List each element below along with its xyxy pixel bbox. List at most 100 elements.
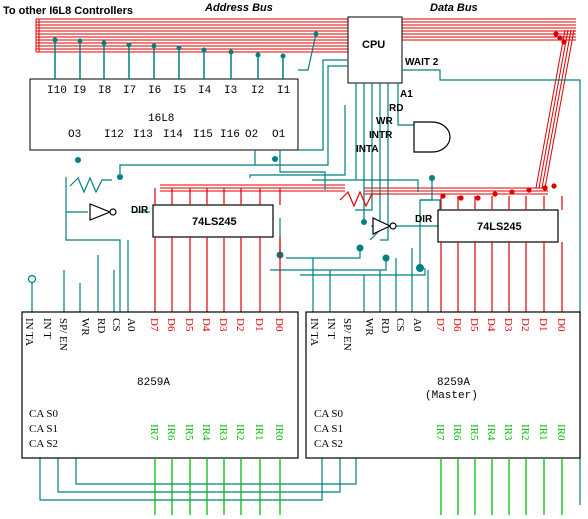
pic-slave-data-pin: D1 — [253, 318, 265, 331]
pic-master-cas-pin: CA S0 — [314, 408, 344, 420]
pld-output-pin: O1 — [272, 129, 286, 141]
address-bus-label: Address Bus — [204, 2, 273, 14]
pld-label: 16L8 — [148, 113, 174, 125]
cpu-chip — [347, 16, 403, 84]
data-drop-lines — [154, 188, 563, 312]
pld-input-pin: I6 — [148, 85, 161, 97]
pic-slave-data-pin: D0 — [273, 318, 285, 332]
pld-input-pin: I1 — [277, 85, 291, 97]
intr-label: INTR — [369, 130, 393, 141]
pic-slave-data-pin: D2 — [234, 318, 246, 331]
pld-address-taps — [54, 40, 284, 79]
wait-label: WAIT 2 — [405, 57, 439, 68]
pld-input-pin: I9 — [73, 85, 86, 97]
resistor-right-symbol — [339, 190, 382, 208]
pic-slave-chip — [21, 311, 299, 459]
pic-slave-ir-pin: IR3 — [217, 424, 229, 441]
pld-input-pin: I5 — [173, 85, 186, 97]
control-wiring — [31, 33, 581, 505]
pic-slave-ctrl-pin: WR — [79, 318, 91, 336]
pld-output-pin: I14 — [163, 129, 183, 141]
pic-slave-cas-pin: CA S1 — [29, 423, 58, 435]
dir-right-label: DIR — [415, 214, 433, 225]
spen-pull-up — [27, 274, 37, 284]
pic-master-data-pin: D2 — [519, 318, 531, 331]
address-bus-lines — [35, 18, 348, 53]
pic-slave-data-pin: D3 — [217, 318, 229, 332]
resistor-left-symbol — [69, 176, 112, 194]
pic-master-ir-pin: IR7 — [434, 424, 446, 441]
inta-label: INTA — [356, 144, 379, 155]
pic-slave-data-pin: D4 — [200, 318, 212, 332]
pic-master-ir-pin: IR1 — [537, 424, 549, 441]
pic-master-data-pin: D3 — [502, 318, 514, 332]
pic-master-data-pin: D5 — [468, 318, 480, 332]
pld-input-pin: I7 — [123, 85, 136, 97]
pic-slave-ctrl-pin: SP/ EN — [57, 318, 69, 351]
pic-master-ir-pin: IR2 — [519, 424, 531, 441]
pic-slave-ir-pin: IR1 — [253, 424, 265, 441]
pic-master-label: 8259A — [437, 377, 470, 389]
pic-slave-ctrl-pin: RD — [95, 318, 107, 333]
pic-master-ir-pin: IR3 — [502, 424, 514, 441]
pic-master-ctrl-pin: IN T — [325, 318, 337, 339]
pic-master-ctrl-pin: SP/ EN — [341, 318, 353, 351]
wr-label: WR — [376, 116, 393, 127]
pld-output-pin: I13 — [133, 129, 153, 141]
dir-left-label: DIR — [131, 205, 149, 216]
pld-input-pin: I2 — [251, 85, 264, 97]
rd-label: RD — [389, 103, 403, 114]
pic-slave-ctrl-pin: CS — [110, 318, 122, 331]
buffer-left-chip — [152, 204, 274, 238]
pic-master-data-pin: D0 — [555, 318, 567, 332]
buffer-right-chip — [437, 209, 559, 243]
pic-master-ctrl-pin: IN TA — [308, 318, 320, 346]
pld-output-pin: I15 — [193, 129, 213, 141]
cpu-label: CPU — [362, 39, 385, 51]
pic-slave-ir-pin: IR0 — [273, 424, 285, 441]
pld-output-pin: O2 — [245, 129, 258, 141]
pic-master-ctrl-pin: A0 — [411, 318, 423, 332]
pic-master-ctrl-pin: CS — [394, 318, 406, 331]
pld-input-pin: I10 — [47, 85, 67, 97]
pld-input-pin: I4 — [198, 85, 212, 97]
pic-master-data-pin: D7 — [434, 318, 446, 332]
pic-slave-label: 8259A — [137, 377, 170, 389]
pic-master-cas-pin: CA S2 — [314, 438, 343, 450]
data-bus-label: Data Bus — [430, 2, 478, 14]
pic-master-chip — [305, 311, 581, 459]
pic-master-ctrl-pin: RD — [379, 318, 391, 333]
pic-master-ir-pin: IR5 — [468, 424, 480, 441]
pic-master-ir-pin: IR0 — [555, 424, 567, 441]
pld-output-pin: O3 — [68, 129, 81, 141]
pic-slave-cas-pin: CA S2 — [29, 438, 58, 450]
inverter-right-symbol — [372, 217, 397, 235]
pic-slave-data-pin: D5 — [183, 318, 195, 332]
pic-slave-ir-pin: IR4 — [200, 424, 212, 441]
pic-master-data-pin: D4 — [485, 318, 497, 332]
pic-master-ctrl-pin: WR — [363, 318, 375, 336]
pic-slave-ir-pin: IR2 — [234, 424, 246, 441]
pic-master-data-pin: D1 — [537, 318, 549, 331]
pld-output-pin: I12 — [104, 129, 124, 141]
pic-slave-data-pin: D7 — [148, 318, 160, 332]
pic-slave-ctrl-pin: A0 — [125, 318, 137, 332]
pld-input-pin: I3 — [224, 85, 237, 97]
pic-slave-cas-pin: CA S0 — [29, 408, 59, 420]
other-controllers-label: To other I6L8 Controllers — [3, 5, 133, 17]
data-bus-lines — [160, 18, 576, 195]
pld-16l8 — [29, 78, 299, 151]
pic-slave-data-pin: D6 — [165, 318, 177, 332]
a1-label: A1 — [400, 89, 413, 100]
pic-master-ir-pin: IR4 — [485, 424, 497, 441]
data-bus-junctions — [440, 31, 567, 201]
pic-master-ir-pin: IR6 — [451, 424, 463, 441]
pic-master-data-pin: D6 — [451, 318, 463, 332]
buffer-right-label: 74LS245 — [477, 221, 522, 233]
pic-master-cas-pin: CA S1 — [314, 423, 343, 435]
pic-slave-ctrl-pin: IN TA — [23, 318, 35, 346]
